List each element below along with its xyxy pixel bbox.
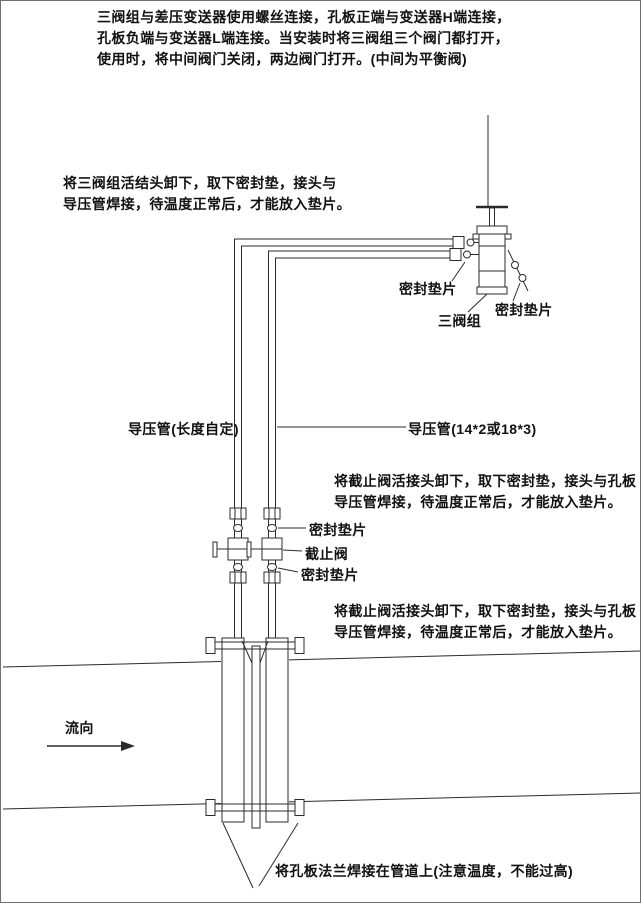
shutoff-valve-right-drawing	[246, 507, 283, 584]
three-valve-manifold-drawing	[449, 115, 529, 295]
bolt-top-left-icon	[205, 637, 216, 654]
leader-gasket-manifold-right	[512, 282, 521, 302]
leader-weld-note-right	[258, 822, 299, 887]
shutoff-valve-label: 截止阀	[305, 546, 349, 562]
leader-three-valve	[467, 293, 488, 313]
bolt-top-right-icon	[294, 637, 305, 654]
impulse-pipe-right-drawing	[268, 250, 451, 642]
three-valve-manifold-label: 三阀组	[438, 313, 482, 329]
flange-plate-right	[265, 637, 289, 823]
weld-note: 将孔板法兰焊接在管道上(注意温度，不能过高)	[275, 863, 574, 879]
top-instruction-note: 三阀组与差压变送器使用螺丝连接，孔板正端与变送器H端连接， 孔板负端与变送器L端…	[97, 9, 511, 67]
flange-plate-left	[221, 637, 245, 823]
shutoff-union-note-bottom: 将截止阀活接头卸下，取下密封垫，接头与孔板 导压管焊接，待温度正常后，才能放入垫…	[334, 603, 637, 640]
leader-lines	[222, 261, 521, 889]
gasket-right-icon-1	[511, 261, 519, 269]
process-pipe-drawing	[2, 650, 640, 810]
impulse-pipe-right-label: 导压管(14*2或18*3)	[408, 421, 537, 437]
leader-shutoff-valve	[282, 549, 303, 552]
orifice-flange-drawing	[205, 637, 305, 829]
gasket-right-icon-2	[518, 274, 527, 282]
manifold-union-note: 将三阀组活结头卸下，取下密封垫，接头与 导压管焊接，待温度正常后，才能放入垫片。	[63, 175, 351, 212]
flow-arrow-icon	[47, 741, 135, 751]
bolt-bottom-left-icon	[205, 799, 216, 816]
shutoff-union-note-top: 将截止阀活接头卸下，取下密封垫，接头与孔板 导压管焊接，待温度正常后，才能放入垫…	[334, 473, 637, 510]
leader-weld-note-left	[222, 822, 254, 889]
seal-gasket-label-valve-bottom: 密封垫片	[301, 567, 359, 583]
union-fitting-lower	[449, 248, 462, 261]
union-fitting-upper	[452, 236, 465, 249]
seal-gasket-label-valve-top: 密封垫片	[309, 522, 367, 538]
shutoff-valve-left-drawing	[212, 507, 249, 584]
orifice-plate	[251, 645, 261, 829]
gasket-lower-icon	[463, 250, 471, 259]
seal-gasket-label-manifold-right: 密封垫片	[495, 302, 553, 318]
leader-gasket-manifold-left	[451, 261, 466, 282]
seal-gasket-label-manifold-left: 密封垫片	[399, 281, 457, 297]
leader-gasket-valve-bottom	[277, 567, 299, 573]
impulse-pipe-left-label: 导压管(长度自定)	[128, 421, 239, 437]
bolt-bottom-right-icon	[294, 799, 305, 816]
flow-direction-label: 流向	[65, 720, 94, 736]
gasket-upper-icon	[466, 238, 475, 247]
